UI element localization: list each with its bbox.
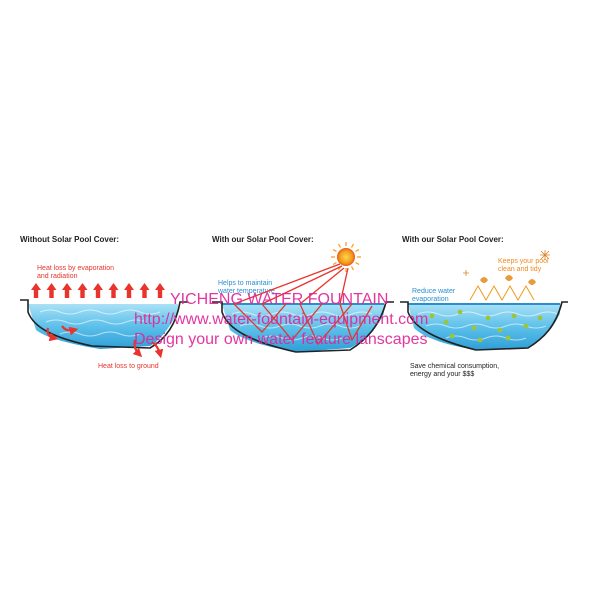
panel-2-label-maintain: Helps to maintain xyxy=(218,280,272,287)
panel-3-label-keeps: Keeps your pool xyxy=(498,258,549,265)
heat-arrow-icon xyxy=(139,283,150,298)
heat-arrows xyxy=(31,283,165,298)
algae-particle xyxy=(485,315,491,321)
panel-1-label-radiation: and radiation xyxy=(37,273,78,280)
heat-arrow-icon xyxy=(46,283,57,298)
sun-beams xyxy=(232,263,373,346)
algae-particle xyxy=(537,315,543,321)
algae-particle xyxy=(511,313,517,319)
panel-3-label-save: Save chemical consumption, xyxy=(410,363,499,370)
sparkle-icon xyxy=(463,250,550,276)
panel-3-label-reduce: Reduce water xyxy=(412,288,456,295)
heat-arrow-icon xyxy=(77,283,88,298)
heat-arrow-icon xyxy=(93,283,103,298)
algae-particle xyxy=(429,313,435,319)
algae-particle xyxy=(457,309,463,315)
algae-particles xyxy=(429,309,543,343)
sun-ray xyxy=(350,243,355,248)
algae-particle xyxy=(523,323,529,329)
sun-ray xyxy=(355,248,360,253)
ground-loss-arrow-3 xyxy=(132,339,143,358)
pool-edge-2 xyxy=(212,301,394,353)
panel-3-label-evaporation: evaporation xyxy=(412,296,449,303)
heat-arrow-icon xyxy=(108,283,119,298)
panel-1-label-evaporation: Heat loss by evaporation xyxy=(37,265,114,272)
leaf-icon xyxy=(480,275,536,285)
panel-1-label-ground: Heat loss to ground xyxy=(98,363,159,370)
algae-particle xyxy=(477,337,483,343)
heat-arrow-icon xyxy=(155,283,165,298)
ground-loss-arrow-2 xyxy=(61,325,79,336)
algae-particle xyxy=(505,335,511,341)
sun-ray xyxy=(337,243,342,248)
algae-particle xyxy=(471,325,477,331)
heat-arrow-icon xyxy=(31,283,41,298)
watermark-line-2: http://www.water-fountain-equipment.com xyxy=(134,311,428,328)
panel-2-title: With our Solar Pool Cover: xyxy=(212,235,314,244)
pool-water-1 xyxy=(28,304,178,349)
algae-particle xyxy=(443,319,449,325)
sun-icon xyxy=(331,242,361,272)
sun-ray xyxy=(332,261,337,266)
sun-beam xyxy=(339,267,373,342)
watermark-line-1: YICHENG WATER FOUNTAIN xyxy=(170,291,388,308)
heat-arrow-icon xyxy=(124,283,134,298)
ground-loss-arrow-1 xyxy=(46,327,59,342)
panel-3-title: With our Solar Pool Cover: xyxy=(402,235,504,244)
panel-with-cover-clean: With our Solar Pool Cover: Keeps your po… xyxy=(400,235,568,378)
watermark: YICHENG WATER FOUNTAIN http://www.water-… xyxy=(134,291,428,348)
panel-3-label-energy: energy and your $$$ xyxy=(410,371,474,378)
panel-3-label-tidy: clean and tidy xyxy=(498,266,542,273)
sun-beam xyxy=(232,263,341,333)
panel-1-title: Without Solar Pool Cover: xyxy=(20,235,119,244)
watermark-line-3: Design your own water feature lanscapes xyxy=(134,331,428,348)
sun-ray xyxy=(350,266,355,271)
pool-edge-1 xyxy=(20,299,188,349)
panel-2-label-temperature: water temperature xyxy=(217,288,275,295)
algae-particle xyxy=(449,333,455,339)
pool-edge-3 xyxy=(400,301,568,351)
sun-beam xyxy=(299,267,353,346)
panel-without-cover: Without Solar Pool Cover: Heat loss by e… xyxy=(20,235,188,370)
heat-arrow-icon xyxy=(62,283,72,298)
algae-particle xyxy=(497,327,503,333)
deflect-lines xyxy=(469,284,535,302)
sun-ray xyxy=(332,248,337,253)
sun-ray xyxy=(355,261,360,266)
sun-beam xyxy=(260,265,343,342)
ground-loss-arrow-4 xyxy=(151,341,164,359)
pool-shimmer-2 xyxy=(231,311,373,341)
panel-with-cover-heat: With our Solar Pool Cover: Helps to main… xyxy=(212,235,394,353)
pool-water-3 xyxy=(408,304,560,350)
